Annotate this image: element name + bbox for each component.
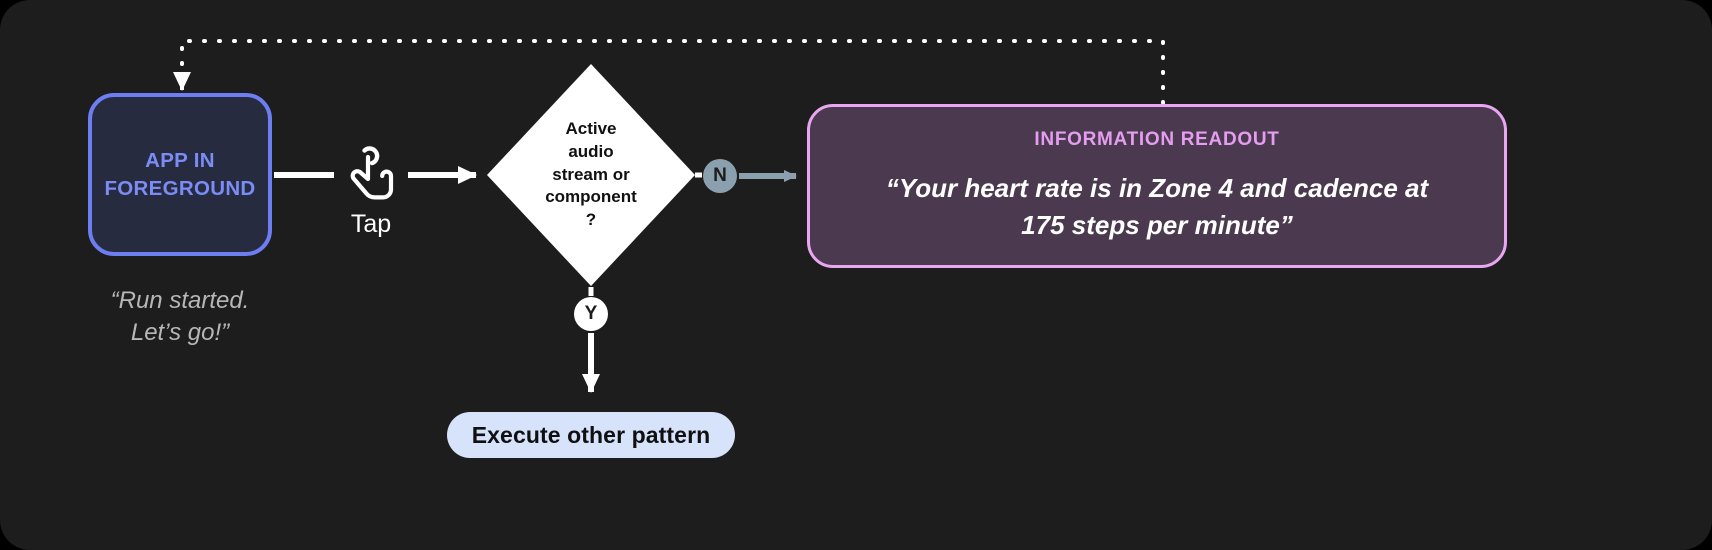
decision-line-2: audio — [568, 142, 614, 162]
readout-body: “Your heart rate is in Zone 4 and cadenc… — [886, 170, 1428, 243]
app-node-label: APP IN FOREGROUND — [104, 147, 255, 201]
gesture-tap-label: Tap — [350, 210, 392, 238]
readout-title: INFORMATION READOUT — [1034, 129, 1280, 151]
node-app-in-foreground[interactable]: APP IN FOREGROUND — [88, 93, 272, 256]
node-information-readout[interactable]: INFORMATION READOUT “Your heart rate is … — [807, 104, 1507, 268]
app-caption-line1: “Run started. — [110, 287, 250, 314]
readout-body-line1: “Your heart rate is in Zone 4 and cadenc… — [885, 173, 1429, 204]
decision-label: Active audio stream or component ? — [487, 64, 695, 286]
decision-line-5: ? — [585, 209, 597, 229]
execute-pill-label: Execute other pattern — [471, 421, 711, 448]
node-execute-other-pattern[interactable]: Execute other pattern — [447, 412, 735, 458]
app-caption-line2: Let’s go!” — [130, 318, 230, 346]
branch-badge-yes: Y — [574, 297, 608, 331]
branch-badge-no: N — [703, 159, 737, 193]
app-node-label-line2: FOREGROUND — [104, 176, 256, 200]
tap-gesture-icon — [350, 146, 394, 200]
gesture-tap-group: Tap — [330, 145, 412, 237]
readout-body-line2: 175 steps per minute” — [1021, 209, 1293, 240]
app-node-label-line1: APP IN — [145, 149, 215, 173]
app-node-caption: “Run started. Let’s go!” — [70, 285, 290, 349]
decision-line-3: stream or — [552, 164, 630, 184]
decision-line-4: component — [545, 187, 637, 207]
decision-line-1: Active — [565, 119, 617, 139]
node-decision-audio-stream[interactable]: Active audio stream or component ? — [487, 64, 695, 286]
